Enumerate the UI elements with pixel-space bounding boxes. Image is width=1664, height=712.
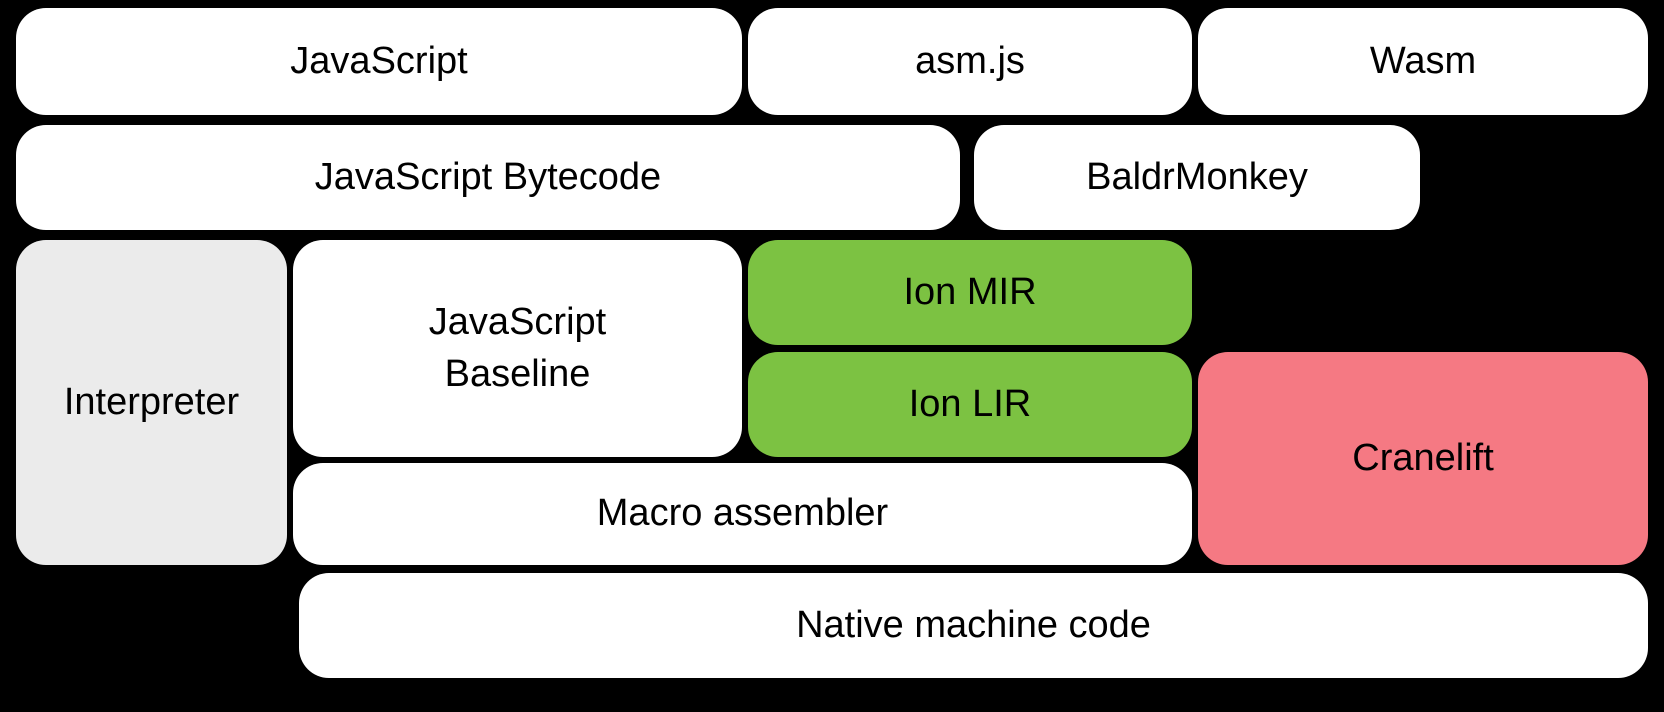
- box-wasm-label: Wasm: [1369, 39, 1477, 82]
- box-ion-mir-label: Ion MIR: [903, 270, 1037, 313]
- box-wasm: Wasm: [1198, 8, 1648, 115]
- box-macro-assembler-label: Macro assembler: [596, 492, 889, 535]
- box-interpreter: Interpreter: [16, 240, 287, 565]
- box-ion-mir: Ion MIR: [748, 240, 1192, 345]
- box-macro-assembler: Macro assembler: [293, 463, 1192, 565]
- box-native-machine-code-label: Native machine code: [796, 603, 1151, 646]
- box-javascript: JavaScript: [16, 8, 742, 115]
- box-interpreter-label: Interpreter: [63, 380, 240, 423]
- box-cranelift-label: Cranelift: [1352, 436, 1494, 479]
- box-javascript-baseline-label: JavaScript Baseline: [428, 301, 607, 395]
- box-cranelift: Cranelift: [1198, 352, 1648, 565]
- box-javascript-baseline: JavaScript Baseline: [293, 240, 742, 457]
- box-baldrmonkey-label: BaldrMonkey: [1086, 155, 1308, 198]
- box-javascript-label: JavaScript: [290, 39, 468, 82]
- box-asmjs: asm.js: [748, 8, 1192, 115]
- box-javascript-bytecode: JavaScript Bytecode: [16, 125, 960, 230]
- box-ion-lir-label: Ion LIR: [908, 382, 1032, 425]
- box-javascript-bytecode-label: JavaScript Bytecode: [314, 155, 662, 198]
- box-native-machine-code: Native machine code: [299, 573, 1648, 678]
- box-asmjs-label: asm.js: [915, 39, 1025, 82]
- box-ion-lir: Ion LIR: [748, 352, 1192, 457]
- box-baldrmonkey: BaldrMonkey: [974, 125, 1420, 230]
